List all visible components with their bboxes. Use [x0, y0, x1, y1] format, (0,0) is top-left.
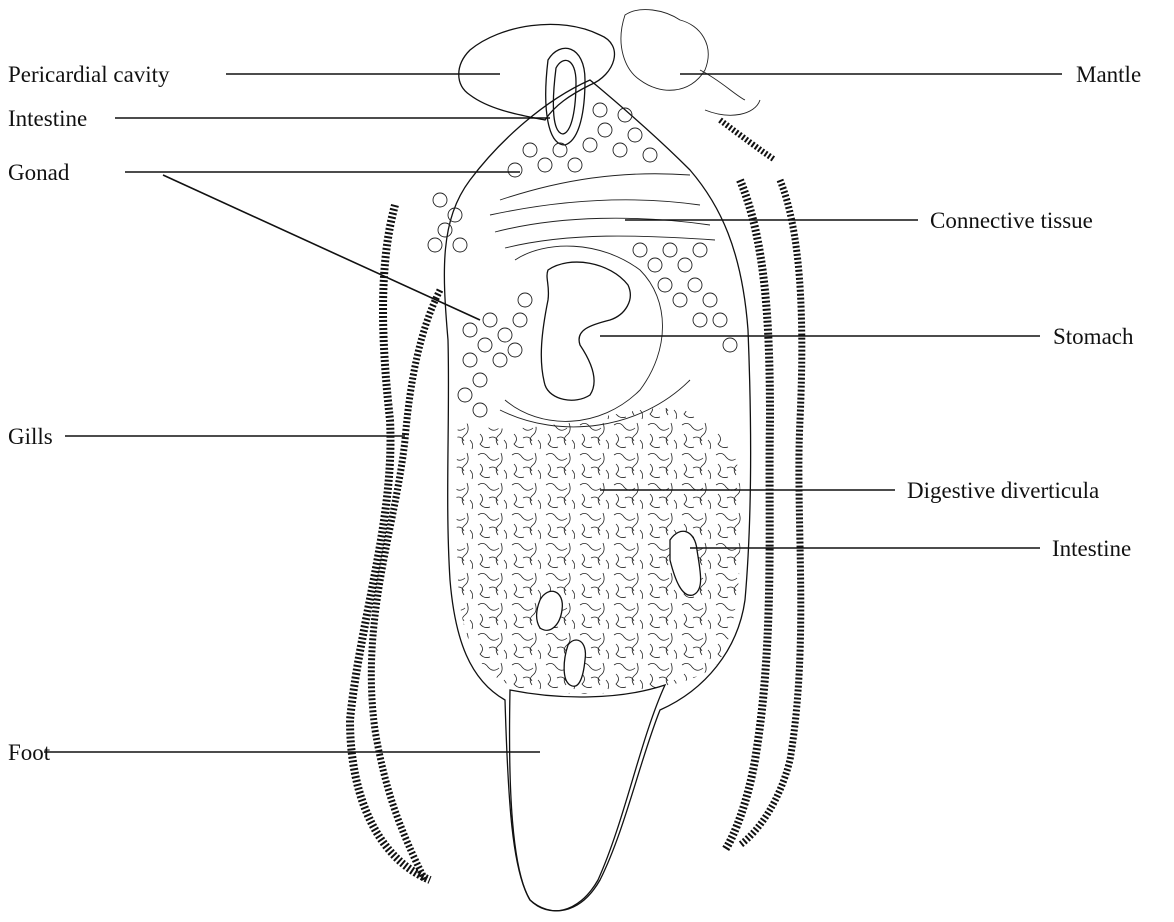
label-gonad: Gonad: [8, 161, 69, 184]
pericardial-cavity-shape: [459, 24, 615, 120]
digestive-diverticula-tissue: [457, 408, 741, 694]
label-pericardial-cavity: Pericardial cavity: [8, 63, 170, 86]
label-intestine-top: Intestine: [8, 107, 87, 130]
intestine-top-shape: [546, 48, 585, 145]
connective-tissue-strands: [490, 174, 715, 248]
label-connective-tissue: Connective tissue: [930, 209, 1093, 232]
label-gills: Gills: [8, 425, 53, 448]
gonad-follicles: [428, 103, 737, 417]
label-stomach: Stomach: [1053, 325, 1134, 348]
leader-gonad-diagonal: [163, 175, 480, 320]
mantle-shape: [621, 10, 708, 91]
foot-shape: [510, 685, 665, 911]
label-foot: Foot: [8, 741, 50, 764]
label-intestine-right: Intestine: [1052, 537, 1131, 560]
label-digestive-diverticula: Digestive diverticula: [907, 479, 1099, 502]
stomach-shape: [541, 262, 630, 400]
label-mantle: Mantle: [1076, 63, 1141, 86]
